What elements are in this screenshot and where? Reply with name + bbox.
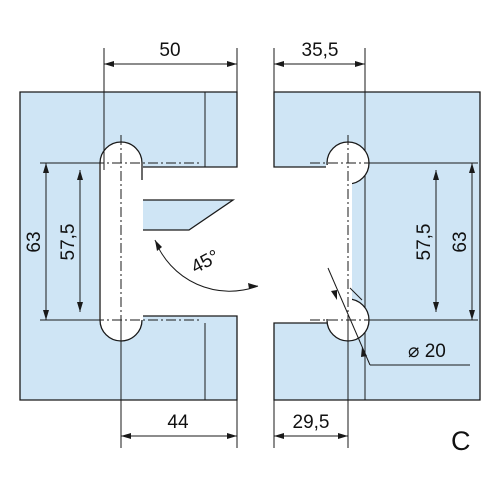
- dim-left-outer-height: 63: [24, 231, 45, 252]
- dim-top-right-width: 35,5: [302, 40, 339, 61]
- angled-slot: [132, 199, 236, 231]
- extension-lines: [40, 48, 478, 448]
- variant-label: C: [451, 426, 471, 456]
- dim-right-outer-height: 63: [450, 231, 471, 252]
- right-glass-panel: [273, 91, 481, 401]
- dim-angle: 45°: [188, 246, 223, 278]
- dimension-lines: [43, 61, 475, 439]
- dim-bottom-left-width: 44: [167, 412, 189, 433]
- dim-left-inner-height: 57,5: [58, 224, 79, 261]
- dim-right-inner-height: 57,5: [414, 224, 435, 261]
- diameter-leader: [327, 267, 470, 366]
- dim-bottom-right-width: 29,5: [293, 412, 330, 433]
- dim-hole-diameter: ⌀ 20: [408, 341, 446, 362]
- dim-top-left-width: 50: [159, 40, 180, 61]
- angle-dimension: [154, 239, 259, 292]
